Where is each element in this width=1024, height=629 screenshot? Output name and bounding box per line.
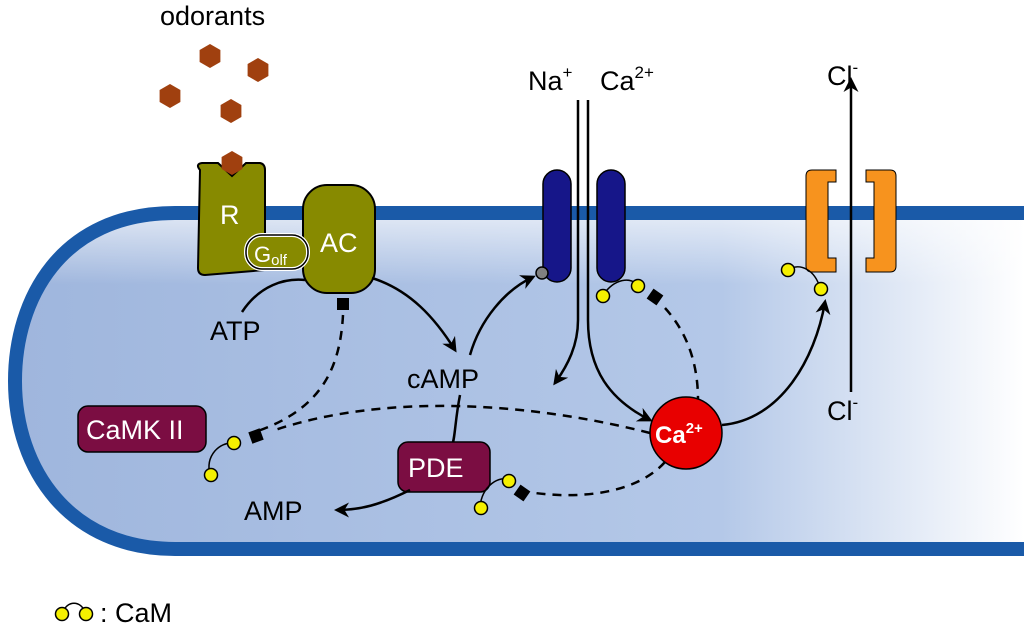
camkii-site: [248, 428, 264, 444]
pde-enzyme: [397, 441, 491, 493]
cng-channel-left: [542, 169, 572, 283]
cam-lobe: [780, 262, 796, 278]
na-influx-arrow: [553, 100, 580, 386]
cam-lobe: [226, 435, 242, 451]
legend-cam-label: : CaM: [100, 598, 172, 628]
cam-lobe: [595, 288, 611, 304]
cl-bottom-label: Cl-: [827, 393, 858, 426]
atp-arc: [240, 278, 306, 313]
pde-label: PDE: [408, 453, 464, 483]
camkii-site-ac: [337, 298, 349, 310]
camp-to-channel-arrow: [468, 275, 536, 356]
camp-production-arrow: [371, 276, 457, 353]
camkii-inhibition-line: [254, 314, 345, 434]
legend-cam: : CaM: [54, 598, 172, 628]
cell-membrane: [7, 206, 1024, 556]
pde-to-amp-arrow: [334, 488, 411, 518]
ac-label: AC: [320, 228, 358, 258]
ca-label: Ca2+: [600, 63, 654, 96]
camkii-label: CaMK II: [86, 415, 184, 445]
camkii-site-pde: [513, 484, 531, 502]
odorant-molecules: [159, 44, 269, 123]
atp-label: ATP: [210, 316, 261, 346]
ca-influx-arrow: [586, 100, 653, 422]
odorants-label: odorants: [160, 1, 265, 31]
calcium-ion-label: Ca2+: [655, 420, 703, 449]
golf-label: Golf: [254, 242, 288, 269]
camkii-site-cng: [646, 288, 664, 306]
amp-label: AMP: [244, 496, 303, 526]
camkii-enzyme: [77, 405, 207, 453]
cam-lobe: [630, 278, 646, 294]
cam-lobe: [473, 500, 489, 516]
receptor-label: R: [220, 200, 240, 230]
cam-lobe: [813, 281, 829, 297]
ca-to-camkii-dashed: [274, 404, 651, 435]
ca-to-cng-dashed: [664, 307, 700, 401]
cl-channel-right: [865, 169, 897, 273]
cam-lobe-icon: [78, 606, 94, 622]
cam-lobe: [203, 467, 219, 483]
camp-binding-site: [535, 266, 549, 280]
ca-to-pde-dashed: [534, 461, 666, 497]
cng-channel-right: [596, 169, 626, 283]
na-label: Na+: [528, 63, 573, 96]
cam-lobe: [501, 473, 517, 489]
ca-to-cl-arrow: [721, 299, 831, 427]
camp-label: cAMP: [407, 364, 479, 394]
cytoplasm-highlight: [22, 220, 1024, 542]
cam-lobe-icon: [54, 606, 70, 622]
cl-top-label: Cl-: [827, 58, 858, 91]
